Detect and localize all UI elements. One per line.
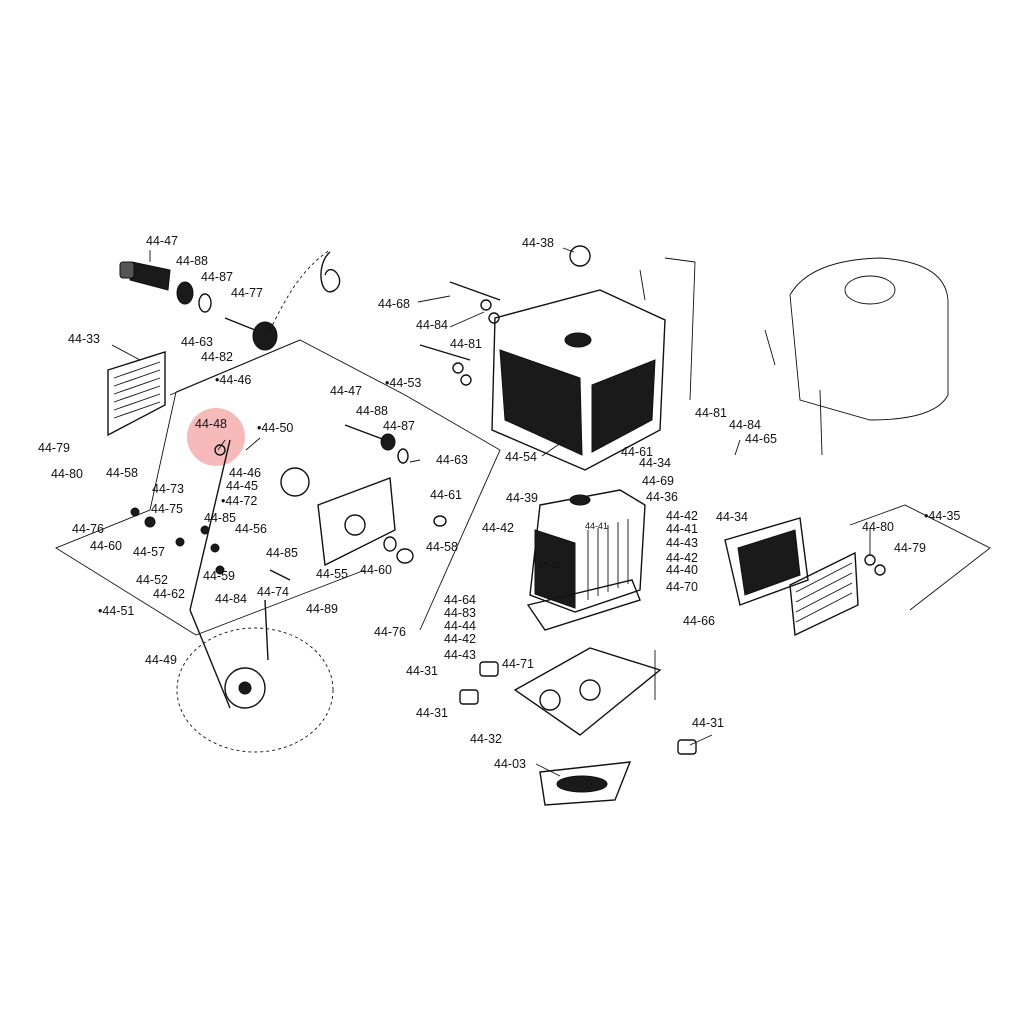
label-44-65: 44-65 (745, 432, 777, 446)
label-44-60: 44-60 (90, 539, 122, 553)
label-44-35: •44-35 (924, 509, 960, 523)
label-44-84: 44-84 (215, 592, 247, 606)
label-44-46: •44-46 (215, 373, 251, 387)
label-44-72: •44-72 (221, 494, 257, 508)
label-44-84: 44-84 (729, 418, 761, 432)
group-boundaries (55, 257, 991, 700)
label-44-50: •44-50 (257, 421, 293, 435)
label-44-82: 44-82 (201, 350, 233, 364)
label-44-66: 44-66 (683, 614, 715, 628)
fuel-tank-outline (764, 257, 949, 456)
label-44-42: 44-42 (444, 632, 476, 646)
right-grille-parts (724, 517, 886, 637)
label-44-88: 44-88 (356, 404, 388, 418)
label-44-71: 44-71 (502, 657, 534, 671)
label-44-87: 44-87 (201, 270, 233, 284)
label-44-80: 44-80 (51, 467, 83, 481)
label-44-70: 44-70 (666, 580, 698, 594)
label-44-55: 44-55 (316, 567, 348, 581)
label-44-42: 44-42 (482, 521, 514, 535)
label-44-31: 44-31 (692, 716, 724, 730)
label-44-31: 44-31 (406, 664, 438, 678)
base-plate-mounts (459, 647, 697, 806)
label-44-34: 44-34 (639, 456, 671, 470)
label-44-77: 44-77 (231, 286, 263, 300)
label-44-43: 44-43 (666, 536, 698, 550)
label-44-88: 44-88 (176, 254, 208, 268)
label-44-62: 44-62 (153, 587, 185, 601)
label-44-41: 44-41 (666, 522, 698, 536)
label-44-38: 44-38 (522, 236, 554, 250)
label-44-41: 44-41 (585, 521, 608, 531)
label-44-80: 44-80 (862, 520, 894, 534)
label-44-84: 44-84 (416, 318, 448, 332)
part-labels: 44-47 44-88 44-87 44-77 44-63 44-82 •44-… (38, 234, 960, 771)
label-44-87: 44-87 (383, 419, 415, 433)
label-44-34: 44-34 (716, 510, 748, 524)
label-44-81: 44-81 (450, 337, 482, 351)
label-44-79: 44-79 (894, 541, 926, 555)
label-44-48: 44-48 (195, 417, 227, 431)
housing-plate (280, 424, 447, 567)
label-44-64: 44-64 (444, 593, 476, 607)
label-44-54: 44-54 (505, 450, 537, 464)
label-44-58: 44-58 (426, 540, 458, 554)
leader-lines (111, 247, 871, 777)
label-44-69: 44-69 (642, 474, 674, 488)
label-44-40: 44-40 (666, 563, 698, 577)
label-44-89: 44-89 (306, 602, 338, 616)
label-44-79: 44-79 (38, 441, 70, 455)
linkage-rod-assembly (130, 439, 334, 753)
label-44-61: 44-61 (621, 445, 653, 459)
label-44-63: 44-63 (436, 453, 468, 467)
label-44-43: 44-43 (444, 648, 476, 662)
label-44-52: 44-52 (136, 573, 168, 587)
label-44-03: 44-03 (494, 757, 526, 771)
label-44-31: 44-31 (416, 706, 448, 720)
label-44-33: 44-33 (68, 332, 100, 346)
label-44-57: 44-57 (133, 545, 165, 559)
label-44-42: 44-42 (666, 509, 698, 523)
label-44-76: 44-76 (72, 522, 104, 536)
label-44-44: 44-44 (444, 619, 476, 633)
label-44-47: 44-47 (330, 384, 362, 398)
shaft-assembly-top (119, 249, 341, 351)
label-44-60: 44-60 (360, 563, 392, 577)
label-44-39: 44-39 (506, 491, 538, 505)
label-44-81: 44-81 (695, 406, 727, 420)
highlight-marker (187, 408, 245, 466)
label-44-68: 44-68 (378, 297, 410, 311)
label-44-53: •44-53 (385, 376, 421, 390)
label-44-58: 44-58 (106, 466, 138, 480)
label-44-76: 44-76 (374, 625, 406, 639)
label-44-59: 44-59 (203, 569, 235, 583)
label-44-85: 44-85 (266, 546, 298, 560)
radiator-tank (526, 489, 646, 631)
label-44-36: 44-36 (646, 490, 678, 504)
label-44-75: 44-75 (151, 502, 183, 516)
label-44-61: 44-61 (430, 488, 462, 502)
label-44-83: 44-83 (444, 606, 476, 620)
label-44-85: 44-85 (204, 511, 236, 525)
label-44-74: 44-74 (257, 585, 289, 599)
label-44-56: 44-56 (235, 522, 267, 536)
label-44-49: 44-49 (145, 653, 177, 667)
label-44-73: 44-73 (152, 482, 184, 496)
fuel-tank-large (419, 245, 666, 471)
grille-plate-left (107, 351, 166, 437)
label-44-47: 44-47 (146, 234, 178, 248)
label-44-41: 44-41 (538, 560, 561, 570)
label-44-63: 44-63 (181, 335, 213, 349)
label-44-45: 44-45 (226, 479, 258, 493)
label-44-42: 44-42 (666, 551, 698, 565)
label-44-51: •44-51 (98, 604, 134, 618)
label-44-46: 44-46 (229, 466, 261, 480)
label-44-32: 44-32 (470, 732, 502, 746)
